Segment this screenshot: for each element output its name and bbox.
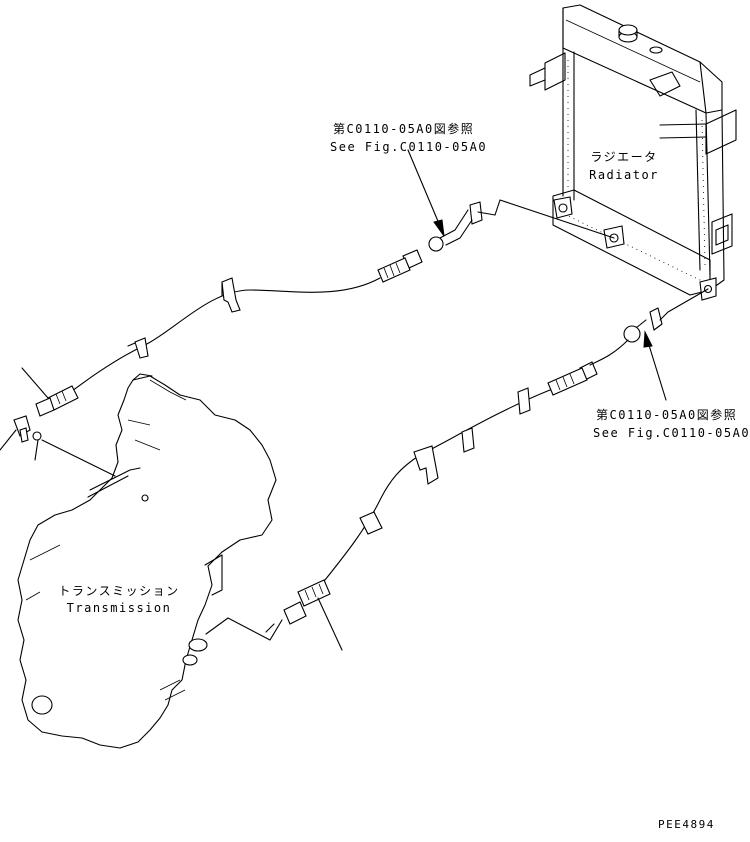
reference-top-en: See Fig.C0110-05A0 — [330, 140, 488, 154]
radiator-label-en: Radiator — [589, 168, 659, 182]
transmission — [17, 373, 277, 749]
reference-arrow-right — [643, 330, 667, 401]
transmission-label-jp: トランスミッション — [58, 584, 180, 598]
reference-right-jp: 第C0110-05A0図参照 — [596, 408, 738, 422]
drawing-code: PEE4894 — [658, 818, 715, 831]
upper-hose — [0, 199, 615, 502]
reference-arrow-top — [407, 149, 445, 237]
radiator-label-jp: ラジエータ — [590, 150, 658, 164]
reference-top-jp: 第C0110-05A0図参照 — [333, 122, 475, 136]
transmission-label-en: Transmission — [66, 601, 172, 615]
lower-hose — [205, 288, 709, 651]
reference-right-en: See Fig.C0110-05A0 — [593, 426, 750, 440]
